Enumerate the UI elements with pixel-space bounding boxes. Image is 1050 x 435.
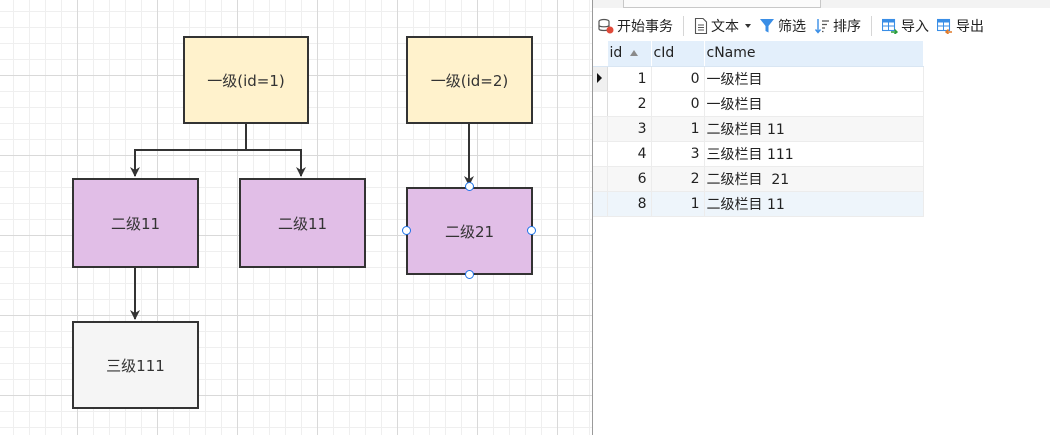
column-header-label: id (609, 45, 623, 62)
cell-id[interactable]: 2 (607, 91, 652, 117)
connector-id1-to-left-child (130, 124, 247, 177)
table-row[interactable]: 4 3 三级栏目 111 (593, 141, 924, 167)
import-label: 导入 (901, 19, 929, 35)
table-panel: 开始事务 文本 筛选 排序 (593, 0, 1050, 435)
table-row[interactable]: 3 1 二级栏目 11 (593, 116, 924, 142)
table-row[interactable]: 2 0 一级栏目 (593, 91, 924, 117)
node-label: 二级21 (444, 222, 495, 241)
tab-area[interactable] (623, 0, 821, 8)
node-label: 一级(id=2) (430, 71, 509, 90)
node-level1-id2[interactable]: 一级(id=2) (406, 36, 533, 124)
table-header-row: id cId cName (593, 41, 924, 67)
toolbar-separator (871, 16, 872, 36)
resize-handle-bottom[interactable] (465, 270, 474, 279)
cell-cid[interactable]: 0 (651, 91, 705, 117)
sort-ascending-icon (630, 50, 639, 57)
cell-id[interactable]: 8 (607, 191, 652, 217)
node-label: 二级11 (277, 214, 328, 233)
cell-cname[interactable]: 三级栏目 111 (704, 141, 924, 167)
tab-strip (593, 0, 1050, 8)
cell-id[interactable]: 1 (607, 66, 652, 92)
row-indicator[interactable] (593, 91, 608, 117)
column-header-label: cId (653, 45, 675, 62)
row-indicator[interactable] (593, 191, 608, 217)
cell-id[interactable]: 6 (607, 166, 652, 192)
sort-icon (814, 19, 829, 34)
sort-button[interactable]: 排序 (810, 13, 865, 39)
table-row[interactable]: 6 2 二级栏目 21 (593, 166, 924, 192)
data-grid: id cId cName 1 0 一级栏目 2 0 一级栏目 (593, 41, 924, 217)
row-indicator[interactable] (593, 166, 608, 192)
begin-transaction-button[interactable]: 开始事务 (593, 13, 677, 39)
diagram-canvas[interactable]: 一级(id=1) 一级(id=2) 二级11 二级11 二级21 三级111 (0, 0, 593, 435)
cell-cname[interactable]: 二级栏目 11 (704, 191, 924, 217)
resize-handle-right[interactable] (527, 226, 536, 235)
column-header-label: cName (706, 45, 756, 62)
sort-label: 排序 (833, 19, 861, 35)
column-header-cid[interactable]: cId (651, 41, 705, 67)
row-indicator[interactable] (593, 141, 608, 167)
node-level2-middle[interactable]: 二级11 (239, 178, 366, 268)
export-button[interactable]: 导出 (933, 13, 988, 39)
document-icon (694, 18, 708, 34)
connector-id1-to-right-child (246, 149, 306, 177)
cell-id[interactable]: 3 (607, 116, 652, 142)
cell-cid[interactable]: 3 (651, 141, 705, 167)
filter-button[interactable]: 筛选 (755, 13, 810, 39)
cell-cname[interactable]: 一级栏目 (704, 91, 924, 117)
import-table-icon (882, 18, 898, 34)
text-view-button[interactable]: 文本 (690, 13, 755, 39)
node-level2-left[interactable]: 二级11 (72, 178, 199, 268)
node-label: 三级111 (106, 356, 165, 375)
column-header-cname[interactable]: cName (704, 41, 924, 67)
cell-cid[interactable]: 1 (651, 116, 705, 142)
current-row-icon (597, 72, 602, 83)
result-table: id cId cName 1 0 一级栏目 2 0 一级栏目 (593, 41, 924, 217)
filter-label: 筛选 (778, 19, 806, 35)
resize-handle-left[interactable] (402, 226, 411, 235)
toolbar-separator (683, 16, 684, 36)
cell-cname[interactable]: 二级栏目 21 (704, 166, 924, 192)
cell-cname[interactable]: 二级栏目 11 (704, 116, 924, 142)
table-row[interactable]: 1 0 一级栏目 (593, 66, 924, 92)
cell-cid[interactable]: 1 (651, 191, 705, 217)
text-view-label: 文本 (711, 19, 739, 35)
begin-transaction-label: 开始事务 (617, 19, 673, 35)
row-indicator[interactable] (593, 66, 608, 92)
filter-funnel-icon (760, 19, 774, 33)
node-label: 一级(id=1) (207, 71, 285, 90)
node-label: 二级11 (110, 214, 161, 233)
export-table-icon (937, 18, 952, 34)
cell-id[interactable]: 4 (607, 141, 652, 167)
pane-divider[interactable] (592, 0, 593, 435)
row-indicator-header (593, 41, 608, 67)
database-transaction-icon (598, 18, 614, 34)
data-toolbar: 开始事务 文本 筛选 排序 (593, 13, 1050, 39)
cell-cid[interactable]: 2 (651, 166, 705, 192)
column-header-id[interactable]: id (607, 41, 652, 67)
table-row[interactable]: 8 1 二级栏目 11 (593, 191, 924, 217)
row-indicator[interactable] (593, 116, 608, 142)
import-button[interactable]: 导入 (878, 13, 933, 39)
node-level1-id1[interactable]: 一级(id=1) (183, 36, 309, 124)
node-level2-selected[interactable]: 二级21 (406, 187, 533, 275)
dropdown-caret-icon[interactable] (745, 24, 751, 28)
cell-cid[interactable]: 0 (651, 66, 705, 92)
node-level3[interactable]: 三级111 (72, 321, 199, 409)
resize-handle-top[interactable] (465, 182, 474, 191)
cell-cname[interactable]: 一级栏目 (704, 66, 924, 92)
export-label: 导出 (956, 19, 984, 35)
